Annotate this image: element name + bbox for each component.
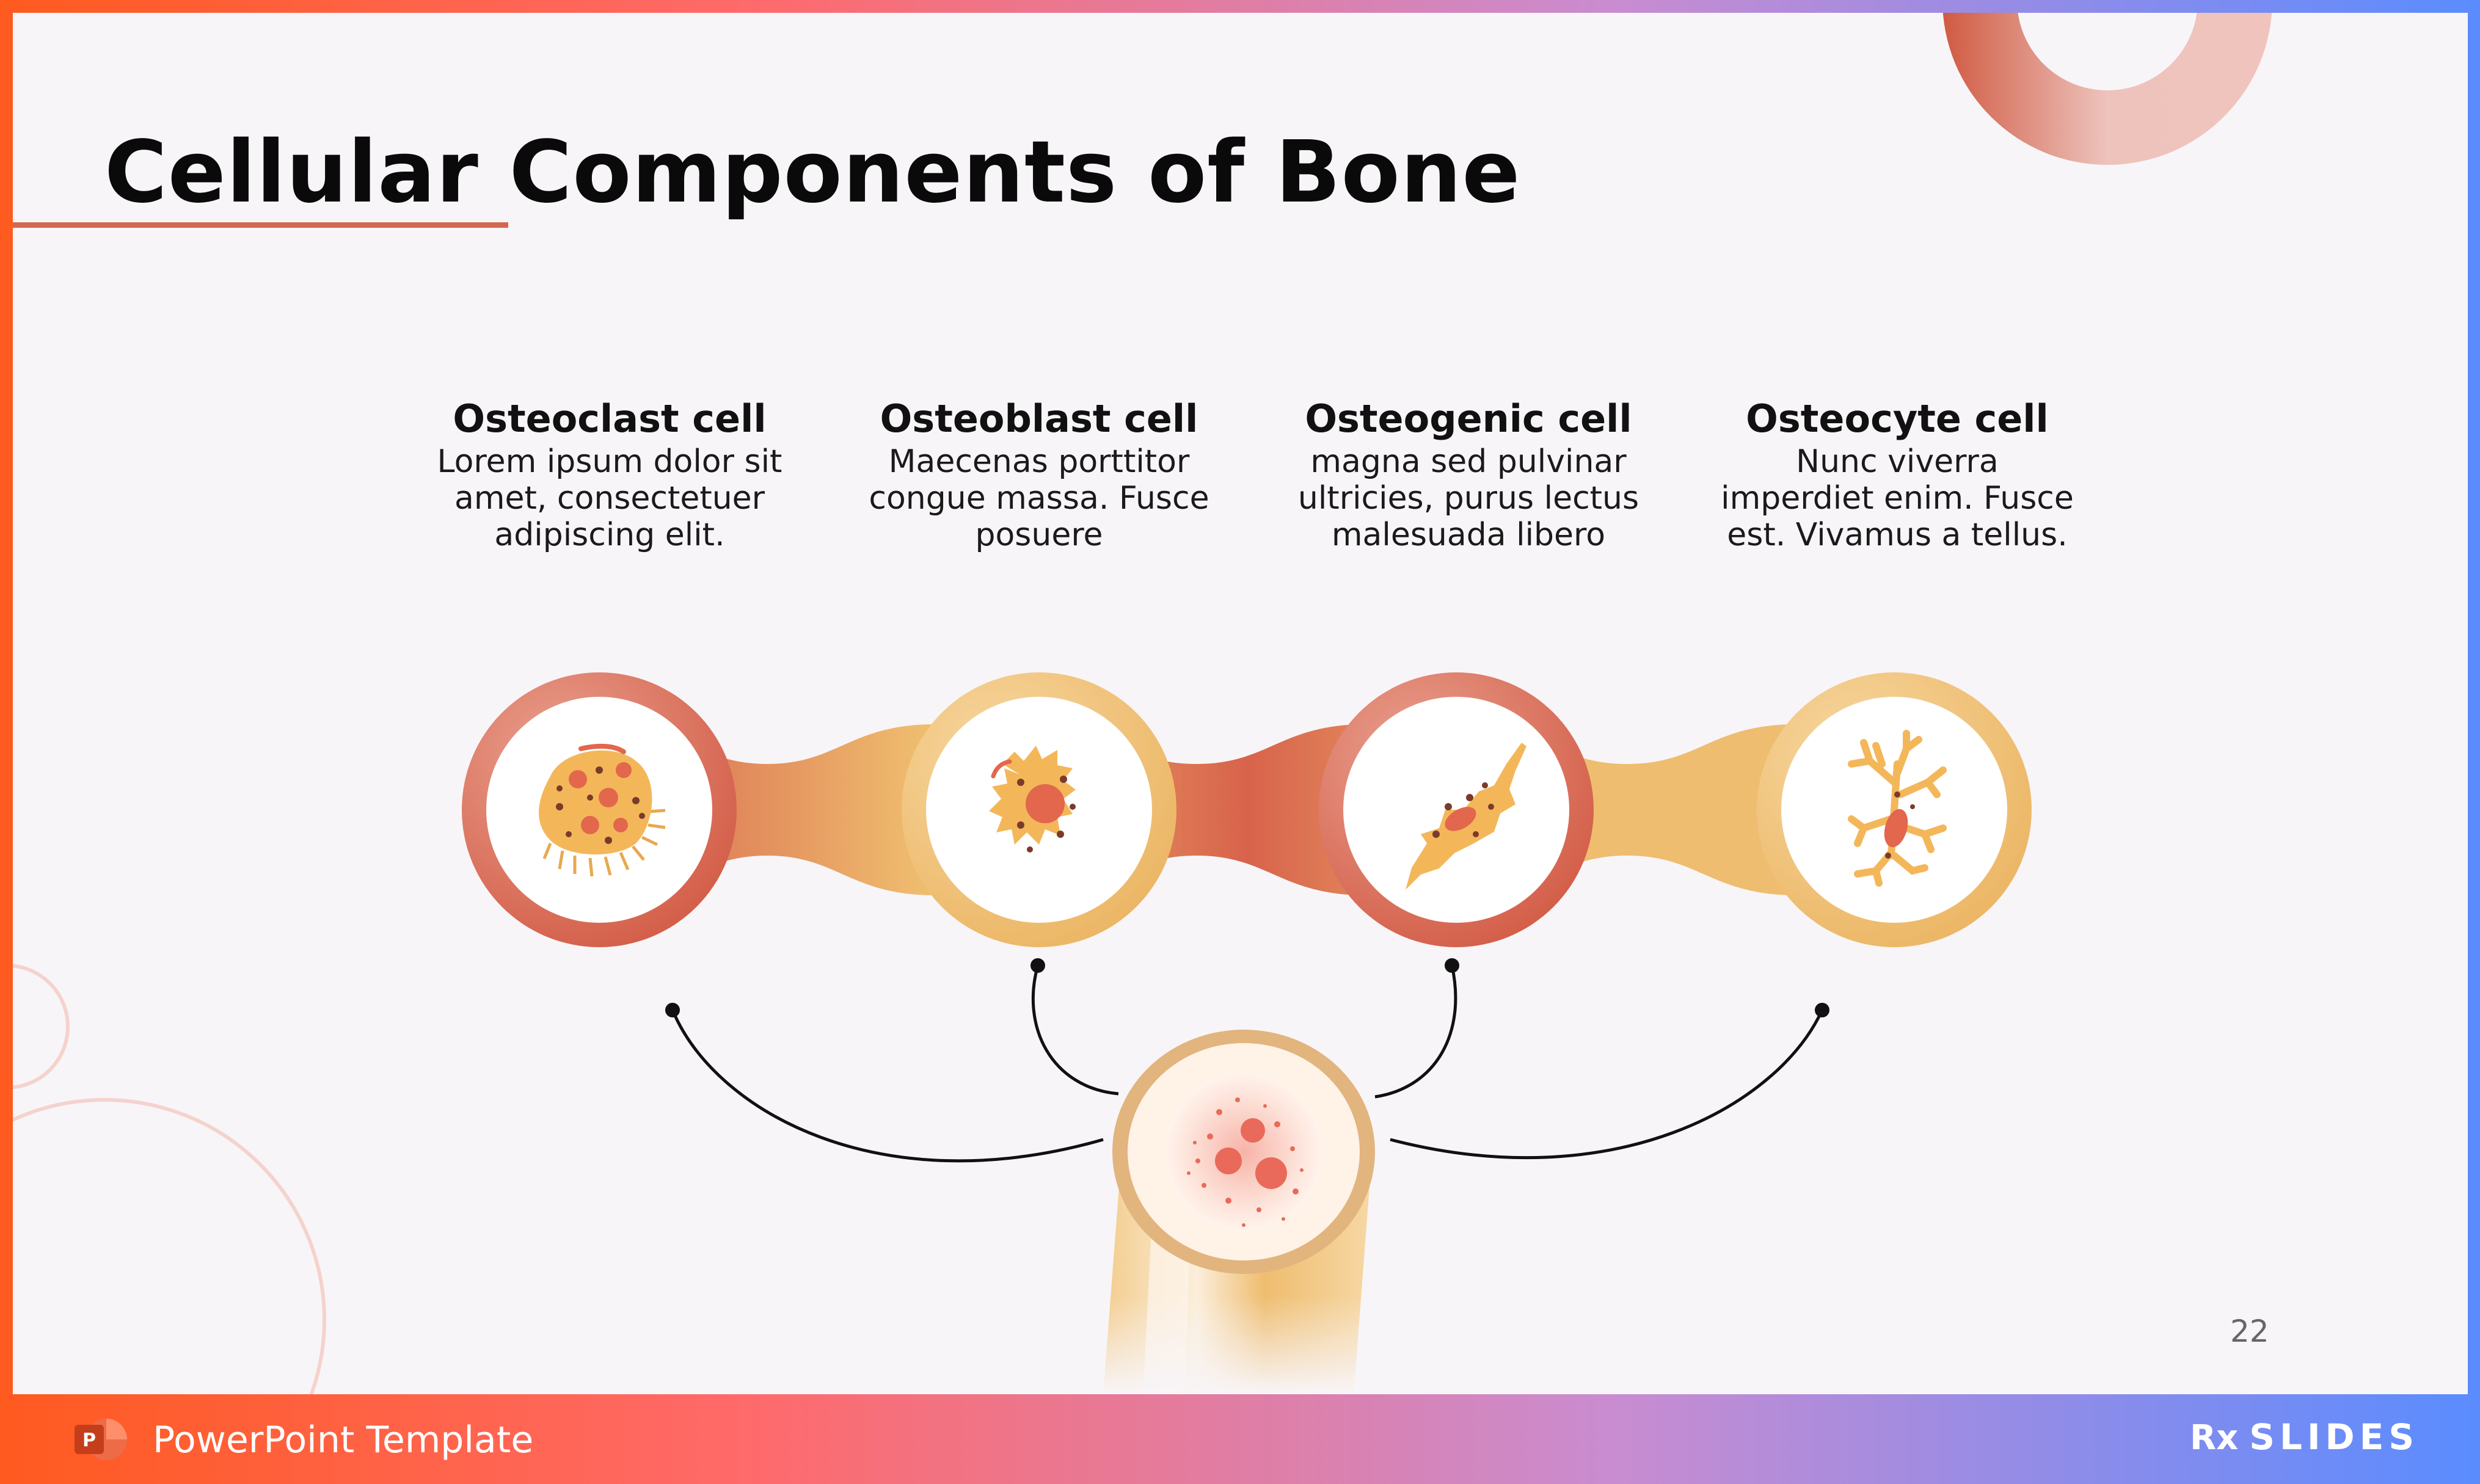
corner-ring-decoration [1942,13,2272,165]
cell-text-osteocyte: Osteocyte cell Nunc viverra imperdiet en… [1708,395,2087,553]
bone-cross-section-icon [1094,1030,1381,1394]
osteocyte-nucleus [1884,791,1915,859]
cell-name: Osteogenic cell [1305,396,1632,441]
cell-description: Maecenas porttitor congue massa. Fusce p… [850,443,1228,553]
cell-text-osteoblast: Osteoblast cell Maecenas porttitor congu… [850,395,1228,553]
connector-dots [665,958,1829,1017]
svg-text:P: P [82,1430,96,1451]
cell-text-osteoclast: Osteoclast cell Lorem ipsum dolor sit am… [420,395,799,553]
cell-description-line: posuere [975,517,1103,553]
cell-description: Nunc viverra imperdiet enim. Fusce est. … [1708,443,2087,553]
slide: Cellular Components of Bone Osteoclast c… [13,13,2468,1394]
faint-circle-decoration [13,964,70,1089]
cell-description-line: Maecenas porttitor [888,443,1190,480]
cell-description: Lorem ipsum dolor sit amet, consectetuer… [420,443,799,553]
decorations [13,13,2272,1394]
cell-diagram [462,672,2032,1394]
cell-name: Osteocyte cell [1746,396,2049,441]
faint-circle-decoration-large [13,1098,326,1394]
slide-title: Cellular Components of Bone [104,123,1521,222]
cell-description-line: ultricies, purus lectus [1297,480,1639,517]
osteoclast-icon [539,743,666,877]
cell-name: Osteoblast cell [880,396,1198,441]
cell-description-line: est. Vivamus a tellus. [1727,517,2068,553]
cell-name: Osteoclast cell [453,396,767,441]
connector-lines [671,965,1824,1163]
cell-description: magna sed pulvinar ultricies, purus lect… [1279,443,1658,553]
cell-description-line: imperdiet enim. Fusce [1721,480,2074,517]
title-underline [13,222,508,228]
cell-description-line: Lorem ipsum dolor sit [437,443,782,480]
cell-description-line: congue massa. Fusce [869,480,1209,517]
osteogenic-icon [1406,743,1526,890]
cell-description-line: Nunc viverra [1796,443,1999,480]
cell-description-line: adipiscing elit. [494,517,725,553]
brand-name: SLIDES [2249,1416,2420,1458]
cell-text-osteogenic: Osteogenic cell magna sed pulvinar ultri… [1279,395,1658,553]
footer-label: PowerPoint Template [153,1419,534,1461]
cell-description-line: magna sed pulvinar [1310,443,1627,480]
page-number: 22 [2230,1314,2269,1349]
osteoblast-icon [989,746,1076,853]
cell-description-line: malesuada libero [1331,517,1606,553]
brand-rx: Rx [2190,1418,2239,1458]
powerpoint-icon: P [75,1419,127,1460]
cell-description-line: amet, consectetuer [454,480,765,517]
